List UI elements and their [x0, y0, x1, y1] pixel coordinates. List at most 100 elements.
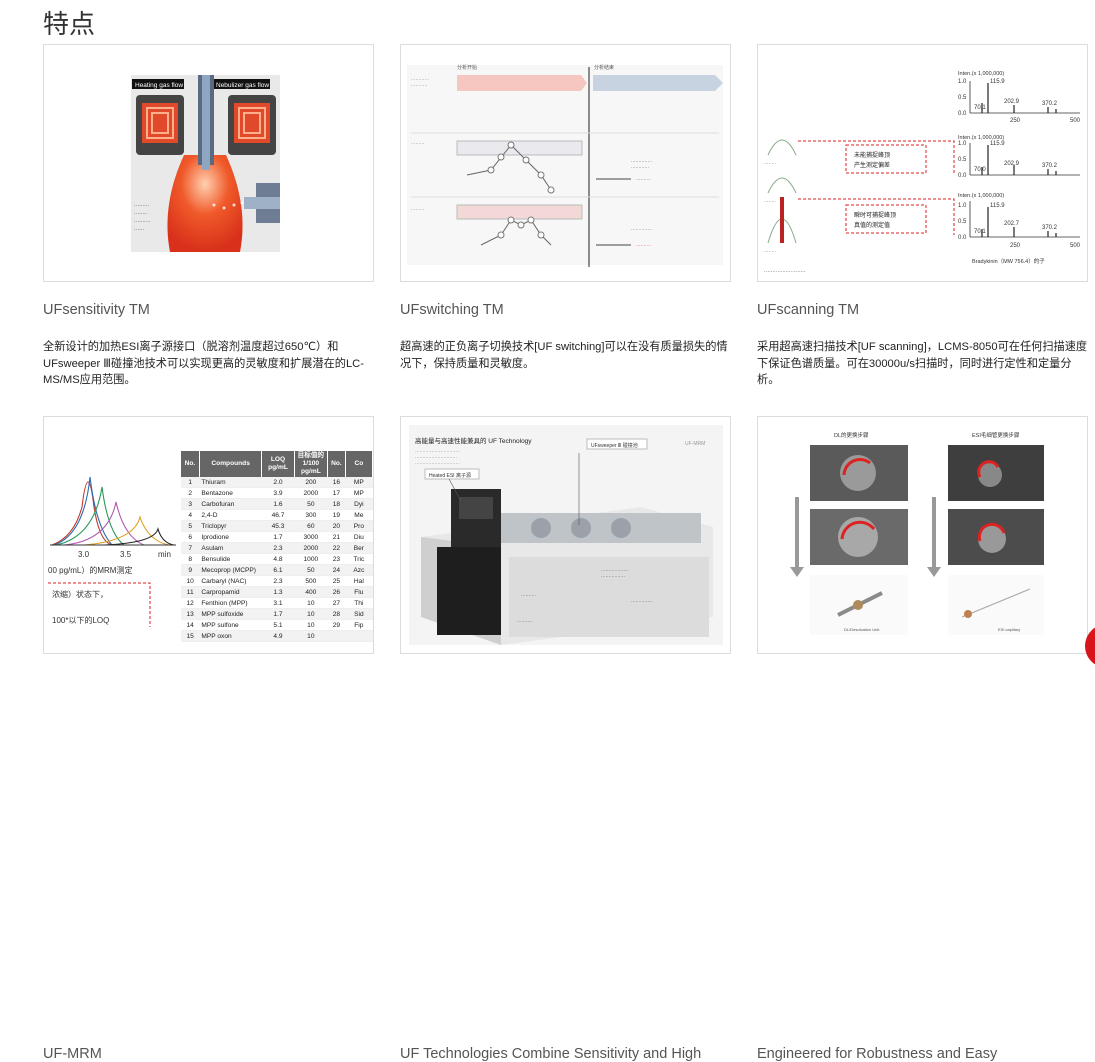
table-cell: 15	[181, 630, 200, 642]
table-cell	[345, 630, 373, 642]
card-description: 全新设计的加热ESI离子源接口（脱溶剂温度超过650℃）和UFsweeper Ⅲ…	[43, 341, 364, 386]
table-cell: 1.3	[261, 586, 295, 598]
card-image-ufscanning[interactable]: Inten.(x 1,000,000) Inten.(x 1,000,000) …	[757, 44, 1088, 282]
table-cell: 5.1	[261, 619, 295, 631]
mrm-caption: 00 pg/mL）的MRM测定	[48, 565, 132, 575]
svg-text:················: ················	[601, 574, 625, 579]
card-title[interactable]: UF-MRM	[43, 1046, 102, 1062]
table-cell: 50	[294, 498, 328, 510]
card-image-ufswitching[interactable]: 分析开始 分析结束 ······················· ······…	[400, 44, 731, 282]
table-header: LOQ pg/mL	[261, 451, 295, 477]
table-cell: 6	[181, 531, 200, 543]
svg-text:70.1: 70.1	[974, 229, 986, 235]
table-cell: 9	[181, 564, 200, 576]
svg-text:·········: ·········	[411, 207, 425, 212]
table-header: Compounds	[199, 451, 263, 477]
uf-tech-heading: 高能量与高速性能兼具的 UF Technology	[415, 436, 532, 445]
floating-chat-button[interactable]	[1085, 624, 1095, 668]
true-value-label: 真值的测定值	[854, 221, 890, 229]
svg-text:370.2: 370.2	[1042, 163, 1058, 169]
table-cell: MP	[345, 487, 373, 499]
table-cell: 5	[181, 520, 200, 532]
svg-text:1.0: 1.0	[958, 141, 967, 147]
card-image-uf-technologies[interactable]: 高能量与高速性能兼具的 UF Technology ··············…	[400, 416, 731, 654]
card-title[interactable]: UFscanning TM	[757, 302, 860, 318]
svg-text:0.0: 0.0	[958, 173, 967, 179]
table-cell: MPP sulfoxide	[199, 608, 262, 620]
table-cell: 2,4-D	[199, 509, 262, 521]
svg-text:70.0: 70.0	[974, 167, 986, 173]
bradykinin-label: Bradykinin（MW 756.4）的子	[972, 257, 1045, 265]
svg-text:202.7: 202.7	[1004, 221, 1020, 227]
table-cell: Azc	[345, 564, 373, 576]
table-cell: 10	[294, 597, 328, 609]
card-robustness[interactable]: DL的更换步骤 ESI毛细管更换步骤	[757, 416, 1088, 1062]
card-title[interactable]: UFswitching TM	[400, 302, 504, 318]
analysis-start-label: 分析开始	[457, 64, 477, 71]
table-cell: 16	[327, 477, 346, 488]
table-cell: 2.0	[261, 477, 295, 488]
table-cell: 1000	[294, 553, 328, 565]
spectrum-intensity-label: Inten.(x 1,000,000)	[958, 71, 1004, 77]
table-cell: 4	[181, 509, 200, 521]
table-cell: 1	[181, 477, 200, 488]
table-header: 目标值的1/100 pg/mL	[294, 451, 329, 477]
card-uf-technologies[interactable]: 高能量与高速性能兼具的 UF Technology ··············…	[400, 416, 731, 1062]
table-cell: 7	[181, 542, 200, 554]
axis-unit: min	[158, 550, 171, 559]
card-image-ufsensitivity[interactable]: Heating gas flow Nebulizer gas flow ····…	[43, 44, 374, 282]
svg-text:··············: ··············	[631, 159, 652, 164]
card-image-uf-mrm[interactable]: 3.0 3.5 min 00 pg/mL）的MRM测定 浓缩）状态下， 100*…	[43, 416, 374, 654]
table-cell: 2.3	[261, 575, 295, 587]
maintenance-steps: DL的更换步骤 ESI毛细管更换步骤	[790, 431, 1044, 635]
table-cell: Bensulide	[199, 553, 262, 565]
table-header: No.	[181, 451, 200, 477]
svg-text:····························: ····························	[415, 455, 457, 460]
card-title[interactable]: UF Technologies Combine Sensitivity and …	[400, 1046, 702, 1062]
table-cell: 20	[327, 520, 346, 532]
table-cell: 25	[327, 575, 346, 587]
table-cell: Dyi	[345, 498, 373, 510]
table-cell: 28	[327, 608, 346, 620]
esi-capillary-label: ESI capillary	[998, 627, 1020, 632]
table-cell: 1.7	[261, 608, 295, 620]
card-title[interactable]: UFsensitivity TM	[43, 302, 150, 318]
card-ufscanning[interactable]: Inten.(x 1,000,000) Inten.(x 1,000,000) …	[757, 44, 1088, 386]
table-cell: 18	[327, 498, 346, 510]
svg-text:······: ······	[134, 227, 144, 233]
svg-text:··················: ··················	[601, 568, 628, 573]
table-cell: MP	[345, 477, 373, 488]
card-uf-mrm[interactable]: 3.0 3.5 min 00 pg/mL）的MRM测定 浓缩）状态下， 100*…	[43, 416, 374, 1062]
peak-115: 115.9	[990, 79, 1005, 85]
svg-text:500: 500	[1070, 243, 1081, 249]
table-cell: 1.6	[261, 498, 295, 510]
card-description: 采用超高速扫描技术[UF scanning]，LCMS-8050可在任何扫描速度…	[757, 341, 1088, 386]
esi-replace-heading: ESI毛细管更换步骤	[972, 431, 1020, 439]
card-ufsensitivity[interactable]: Heating gas flow Nebulizer gas flow ····…	[43, 44, 374, 386]
svg-text:115.9: 115.9	[990, 203, 1005, 209]
svg-text:··········: ··········	[636, 177, 651, 182]
card-image-robustness[interactable]: DL的更换步骤 ESI毛细管更换步骤	[757, 416, 1088, 654]
card-title[interactable]: Engineered for Robustness and Easy	[757, 1046, 998, 1062]
card-description: 超高速的正负离子切换技术[UF switching]可以在没有质量损失的情况下，…	[400, 341, 728, 370]
table-cell: 24	[327, 564, 346, 576]
table-cell: Asulam	[199, 542, 262, 554]
table-cell: 1.7	[261, 531, 295, 543]
table-cell: 3.1	[261, 597, 295, 609]
table-cell: Tric	[345, 553, 373, 565]
table-cell: 50	[294, 564, 328, 576]
table-cell: 11	[181, 586, 200, 598]
table-header: No.	[327, 451, 346, 477]
esi-source-illustration: Heating gas flow Nebulizer gas flow ····…	[131, 75, 280, 252]
table-cell: Thi	[345, 597, 373, 609]
table-cell: 2.3	[261, 542, 295, 554]
card-ufswitching[interactable]: 分析开始 分析结束 ······················· ······…	[400, 44, 731, 370]
table-cell: 22	[327, 542, 346, 554]
